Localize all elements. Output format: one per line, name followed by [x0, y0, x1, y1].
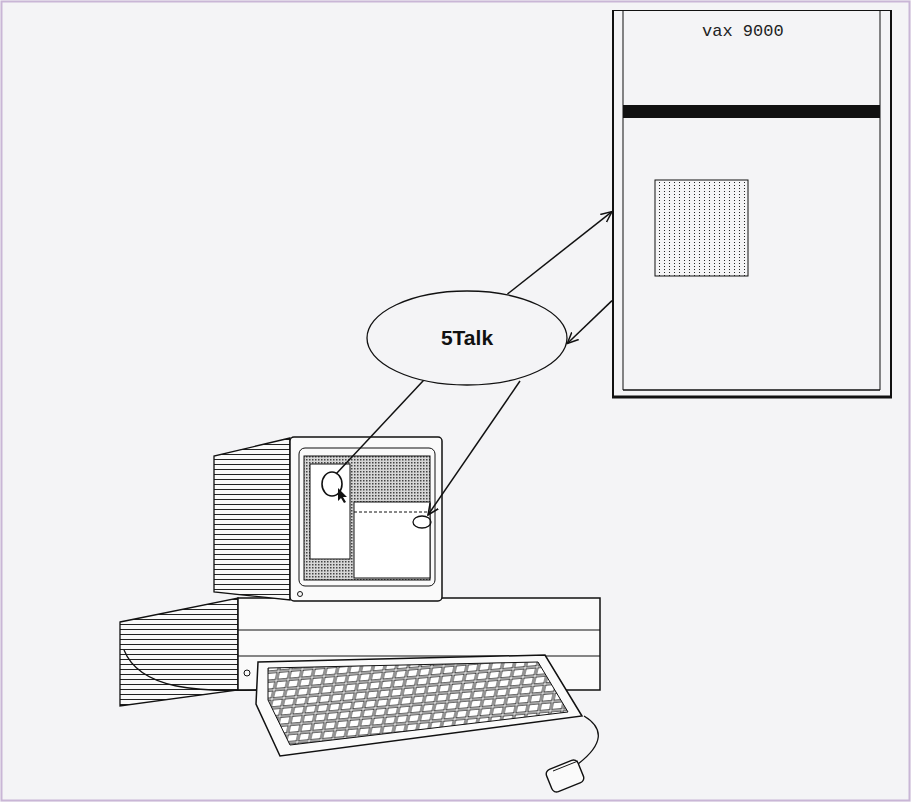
cabinet-edge: [890, 10, 892, 398]
monitor-front: [290, 437, 442, 601]
processor-panel: [655, 180, 748, 276]
window-titlebar: [354, 512, 430, 513]
cabinet-edge: [612, 10, 892, 11]
keyboard-keys: [268, 662, 568, 745]
apple-logo: [244, 670, 250, 676]
mouse-button: [553, 761, 578, 771]
cabinet-lines: [612, 10, 892, 398]
vax-cabinet-outline: [612, 10, 892, 400]
cabinet-edge: [623, 389, 880, 391]
ellipse-outline: [367, 291, 567, 385]
monitor-side: [214, 438, 290, 600]
connector-arrow: [567, 301, 612, 344]
connector-arrow: [507, 212, 612, 294]
mouse: [545, 759, 586, 794]
node-label: 5Talk: [441, 326, 493, 350]
keyboard: [256, 655, 582, 756]
node-label: vax 9000: [702, 22, 784, 41]
screen-panel: [310, 464, 350, 559]
cabinet-band: [623, 105, 880, 118]
cabinet-edge: [612, 396, 892, 399]
screen-object: [413, 516, 431, 528]
monitor-bezel: [299, 448, 435, 586]
apple-logo: [298, 592, 303, 597]
mouse-cursor: [338, 488, 347, 503]
leader-arrow: [428, 381, 520, 515]
leader-arrow: [336, 366, 437, 474]
protocol-ellipse: 5Talk: [366, 290, 568, 386]
mouse-cable: [578, 716, 598, 764]
cabinet-edge: [880, 10, 881, 390]
cpu-seam: [238, 630, 600, 631]
screen-window: [354, 502, 430, 578]
cabinet-edge: [623, 10, 624, 390]
keyboard-cable: [124, 650, 258, 691]
cabinet-edge: [612, 10, 614, 398]
vax-cabinet: vax 9000: [612, 10, 892, 400]
screen: [304, 456, 430, 580]
